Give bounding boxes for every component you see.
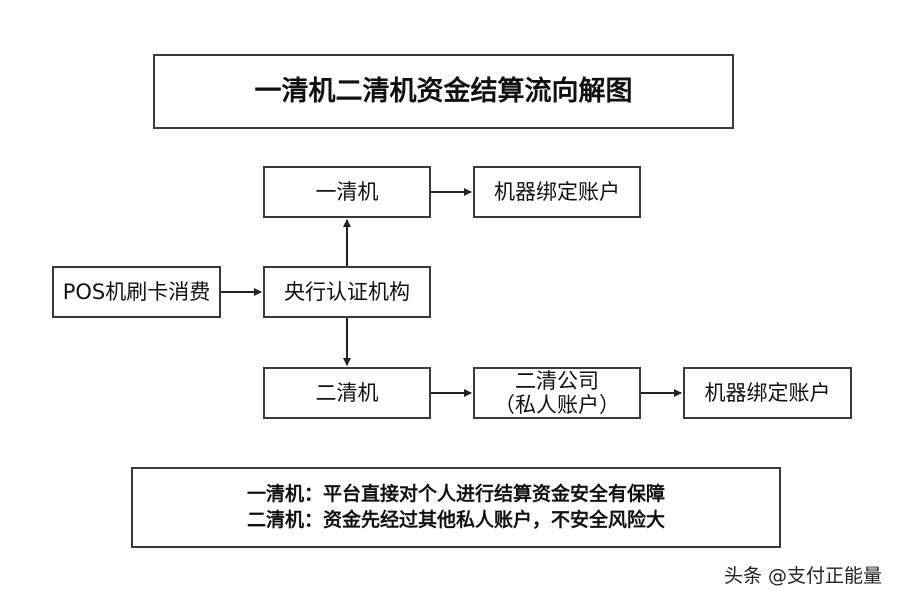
node-bind-account-bottom: 机器绑定账户	[683, 367, 852, 419]
summary-note: 一清机：平台直接对个人进行结算资金安全有保障 二清机：资金先经过其他私人账户，不…	[131, 467, 781, 548]
diagram-title: 一清机二清机资金结算流向解图	[153, 54, 734, 129]
note-erqing: 二清机：资金先经过其他私人账户，不安全风险大	[246, 508, 665, 531]
note-yiqing: 一清机：平台直接对个人进行结算资金安全有保障	[246, 482, 665, 505]
source-watermark: 头条 @支付正能量	[723, 565, 882, 587]
node-erqing: 二清机	[263, 367, 431, 419]
node-erqing-company: 二清公司 （私人账户）	[473, 367, 641, 419]
node-yiqing: 一清机	[263, 166, 431, 218]
node-bind-account-top: 机器绑定账户	[473, 166, 641, 218]
node-central-bank-institution: 央行认证机构	[263, 266, 431, 318]
node-pos-swipe: POS机刷卡消费	[52, 266, 221, 318]
company-account-type: （私人账户）	[494, 393, 620, 417]
company-name: 二清公司	[515, 368, 599, 393]
